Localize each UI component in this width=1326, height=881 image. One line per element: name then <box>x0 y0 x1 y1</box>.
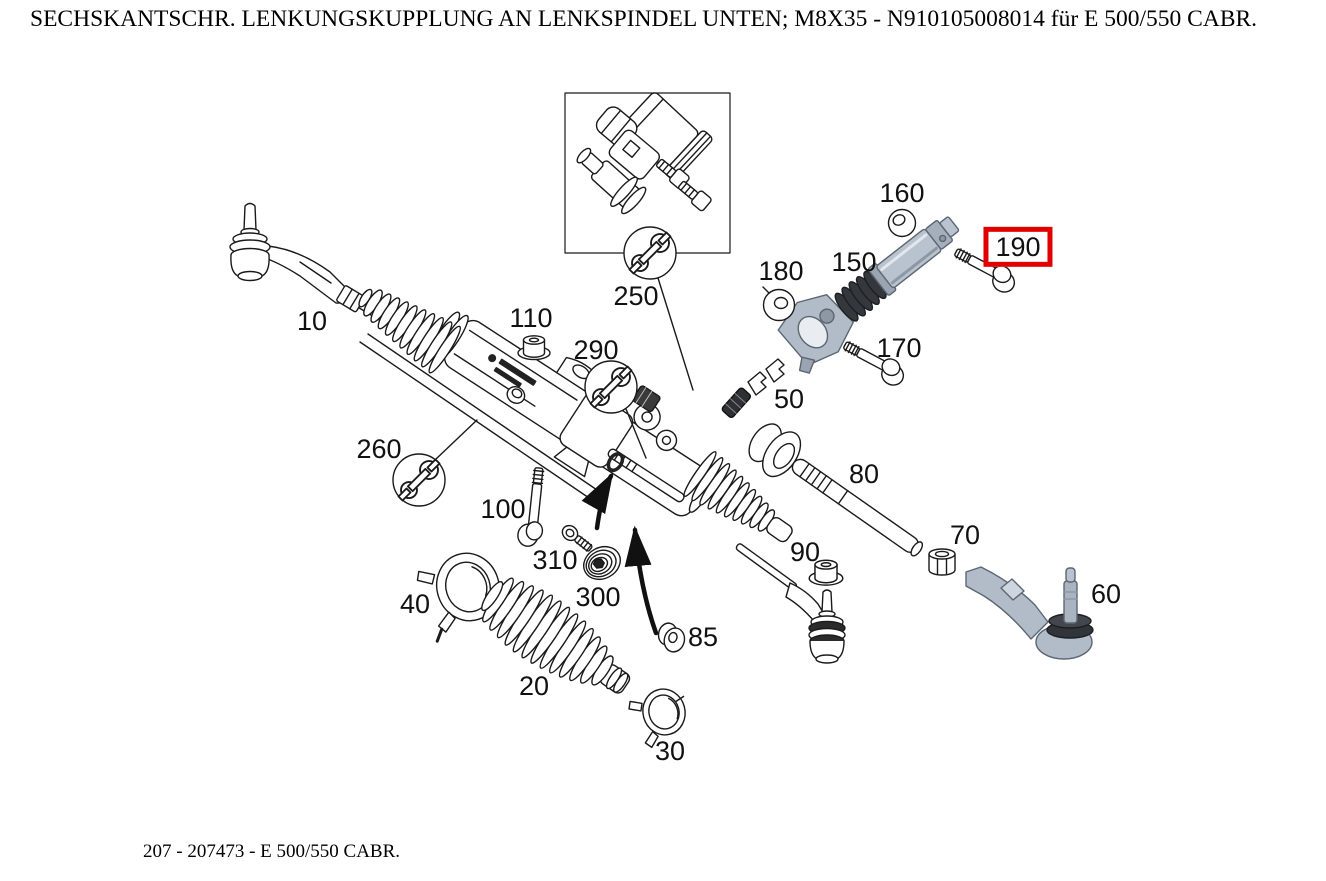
grommet-drawing <box>762 286 796 322</box>
part-label-150[interactable]: 150 <box>831 246 877 277</box>
part-label-10[interactable]: 10 <box>296 305 328 336</box>
plug-drawing <box>657 622 686 653</box>
part-label-70[interactable]: 70 <box>949 519 981 550</box>
clamp-drawing <box>416 552 500 643</box>
page-title: SECHSKANTSCHR. LENKUNGSKUPPLUNG AN LENKS… <box>30 6 1258 32</box>
wrench-icon <box>584 360 638 414</box>
inset-box <box>564 92 731 391</box>
part-label-100[interactable]: 100 <box>480 493 526 524</box>
part-label-170[interactable]: 170 <box>876 332 922 363</box>
screw-drawing <box>561 524 593 552</box>
pointer-arrow <box>624 525 659 636</box>
bolt-drawing <box>843 341 905 386</box>
seal-ring <box>606 452 625 473</box>
hex-nut-drawing <box>808 559 844 586</box>
tie-rod-end-drawing <box>965 566 1094 660</box>
part-label-110[interactable]: 110 <box>509 302 553 333</box>
boot-drawing <box>481 577 631 694</box>
part-label-160[interactable]: 160 <box>879 177 925 208</box>
leader-line-290 <box>625 408 647 459</box>
footer-caption: 207 - 207473 - E 500/550 CABR. <box>143 841 401 862</box>
housing-type-label <box>488 354 537 388</box>
part-label-40[interactable]: 40 <box>399 588 431 619</box>
wrench-icon <box>623 226 677 280</box>
part-label-310[interactable]: 310 <box>532 544 578 575</box>
part-label-190-highlighted[interactable]: 190 <box>983 226 1053 268</box>
hex-nut-drawing <box>517 335 551 361</box>
leader-line-260 <box>435 419 478 460</box>
steering-shaft-drawing <box>777 216 960 374</box>
washer-drawing <box>887 208 917 238</box>
tie-rod-right-drawing <box>735 543 846 664</box>
part-label-60[interactable]: 60 <box>1090 578 1122 609</box>
pinion-unit-drawing <box>576 92 713 215</box>
part-label-90[interactable]: 90 <box>789 536 821 567</box>
part-label-80[interactable]: 80 <box>848 458 880 489</box>
leader-line-250 <box>657 277 694 391</box>
part-label-300[interactable]: 300 <box>575 581 621 612</box>
steering-rack-housing-drawing <box>358 288 793 543</box>
part-label-180[interactable]: 180 <box>758 255 804 286</box>
wrench-icon <box>392 453 446 507</box>
clamp-drawing <box>628 688 686 749</box>
hex-nut-drawing <box>928 548 956 576</box>
part-label-260[interactable]: 260 <box>356 433 402 464</box>
part-label-50[interactable]: 50 <box>773 383 805 414</box>
part-label-20[interactable]: 20 <box>518 670 550 701</box>
pointer-arrow <box>581 472 614 531</box>
inset-bolt-icon <box>677 180 712 212</box>
part-label-85[interactable]: 85 <box>687 621 719 652</box>
housing-boot-right <box>683 451 793 543</box>
pinion-shaft-drawing <box>721 387 752 419</box>
clip-drawing <box>747 358 785 396</box>
pinion-sensor <box>632 385 661 413</box>
part-label-30[interactable]: 30 <box>654 735 686 766</box>
bolt-drawing <box>517 467 545 547</box>
part-label-250[interactable]: 250 <box>613 280 659 311</box>
inner-tie-rod-drawing <box>748 423 924 557</box>
bushing-drawing <box>583 545 621 581</box>
part-label-290[interactable]: 290 <box>573 334 619 365</box>
housing-boot-left <box>358 288 461 374</box>
